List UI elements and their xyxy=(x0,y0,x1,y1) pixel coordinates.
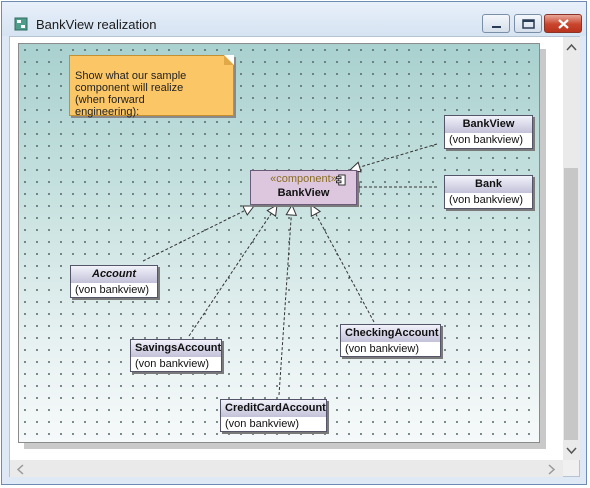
class-name: BankView xyxy=(445,116,532,133)
maximize-button[interactable] xyxy=(514,14,542,33)
edge-account[interactable] xyxy=(142,206,254,262)
title-bar[interactable]: BankView realization xyxy=(2,2,586,36)
class-creditcardaccount[interactable]: CreditCardAccount (von bankview) xyxy=(220,399,327,432)
class-account[interactable]: Account (von bankview) xyxy=(70,265,158,298)
component-name: BankView xyxy=(277,187,330,199)
minimize-icon xyxy=(492,26,501,28)
close-button[interactable] xyxy=(544,14,582,33)
window-title: BankView realization xyxy=(36,17,157,32)
scroll-left-icon[interactable] xyxy=(16,464,24,475)
class-checkingaccount[interactable]: CheckingAccount (von bankview) xyxy=(340,324,441,357)
class-package: (von bankview) xyxy=(225,418,299,430)
class-package: (von bankview) xyxy=(75,284,149,296)
scroll-right-icon[interactable] xyxy=(548,464,556,475)
class-package: (von bankview) xyxy=(449,134,523,146)
edge-savings[interactable] xyxy=(188,205,277,337)
note-text: Show what our sample component will real… xyxy=(75,70,187,118)
diagram-canvas[interactable]: Show what our sample component will real… xyxy=(18,43,540,443)
class-name: Account xyxy=(71,266,157,283)
scroll-down-icon[interactable] xyxy=(566,447,577,455)
edge-checking[interactable] xyxy=(311,205,375,323)
class-name: Bank xyxy=(445,176,532,193)
minimize-button[interactable] xyxy=(482,14,510,33)
class-package: (von bankview) xyxy=(449,194,523,206)
class-savingsaccount[interactable]: SavingsAccount (von bankview) xyxy=(130,339,222,372)
horizontal-scrollbar[interactable] xyxy=(10,460,563,477)
component-icon xyxy=(336,174,346,186)
class-name: CreditCardAccount xyxy=(221,400,326,417)
class-name: CheckingAccount xyxy=(341,325,440,342)
diagram-icon xyxy=(14,17,28,31)
scroll-up-icon[interactable] xyxy=(566,43,577,51)
class-package: (von bankview) xyxy=(135,358,209,370)
close-icon xyxy=(558,19,569,29)
class-bankview[interactable]: BankView (von bankview) xyxy=(444,115,533,149)
vertical-scroll-thumb[interactable] xyxy=(564,168,578,440)
vertical-scrollbar[interactable] xyxy=(563,37,580,460)
component-bankview[interactable]: «component» BankView xyxy=(250,170,357,205)
class-bank[interactable]: Bank (von bankview) xyxy=(444,175,533,209)
note-fold-corner xyxy=(224,55,234,65)
component-stereotype: «component» xyxy=(270,173,337,185)
realization-edges xyxy=(142,143,438,396)
maximize-icon xyxy=(522,19,535,29)
edge-creditcard[interactable] xyxy=(278,205,292,396)
comment-note[interactable]: Show what our sample component will real… xyxy=(69,55,234,118)
class-package: (von bankview) xyxy=(345,343,419,355)
diagram-viewport[interactable]: Show what our sample component will real… xyxy=(10,37,563,460)
edge-bankview[interactable] xyxy=(350,143,438,170)
class-name: SavingsAccount xyxy=(131,340,221,357)
diagram-client-area: Show what our sample component will real… xyxy=(9,36,580,477)
